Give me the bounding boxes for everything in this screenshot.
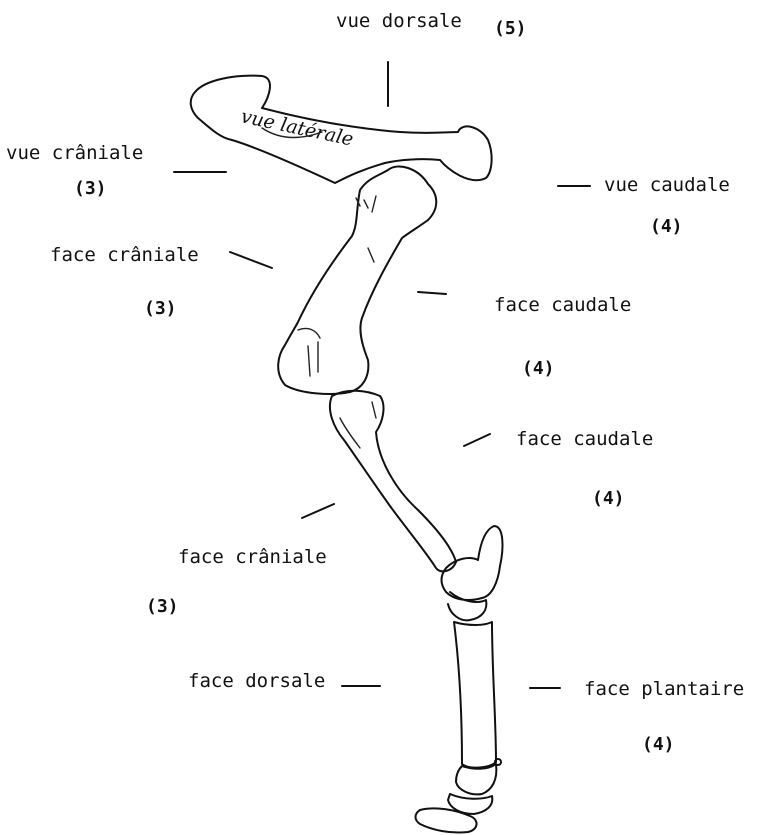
metatarsal-bone bbox=[454, 622, 496, 768]
label-face-caudale-lower: face caudale bbox=[516, 430, 653, 449]
label-vue-dorsale-number: (5) bbox=[494, 20, 527, 38]
label-vue-dorsale: vue dorsale bbox=[336, 12, 462, 31]
leader-face-craniale-1 bbox=[230, 252, 272, 268]
label-vue-craniale: vue crâniale bbox=[6, 144, 143, 163]
tibia-bone bbox=[330, 391, 456, 572]
phalanges-bones bbox=[416, 764, 497, 833]
label-vue-caudale-number: (4) bbox=[650, 218, 683, 236]
label-face-craniale-upper: face crâniale bbox=[50, 246, 199, 265]
label-face-plantaire: face plantaire bbox=[584, 680, 744, 699]
leader-face-caudale-1 bbox=[418, 292, 446, 294]
label-face-caudale-lower-number: (4) bbox=[592, 490, 625, 508]
label-face-craniale-lower: face crâniale bbox=[178, 548, 327, 567]
vue-laterale-label: vue latérale bbox=[239, 105, 355, 150]
label-face-dorsale: face dorsale bbox=[188, 672, 325, 691]
label-face-caudale-upper-number: (4) bbox=[522, 360, 555, 378]
leader-face-craniale-2 bbox=[302, 504, 334, 518]
label-vue-caudale: vue caudale bbox=[604, 176, 730, 195]
sesamoid-dot bbox=[495, 759, 501, 765]
label-face-craniale-lower-number: (3) bbox=[146, 598, 179, 616]
label-vue-craniale-number: (3) bbox=[74, 180, 107, 198]
label-face-craniale-upper-number: (3) bbox=[144, 300, 177, 318]
leader-face-caudale-2 bbox=[464, 434, 490, 446]
tarsal-bones bbox=[442, 526, 503, 620]
label-face-caudale-upper: face caudale bbox=[494, 296, 631, 315]
label-face-plantaire-number: (4) bbox=[642, 736, 675, 754]
